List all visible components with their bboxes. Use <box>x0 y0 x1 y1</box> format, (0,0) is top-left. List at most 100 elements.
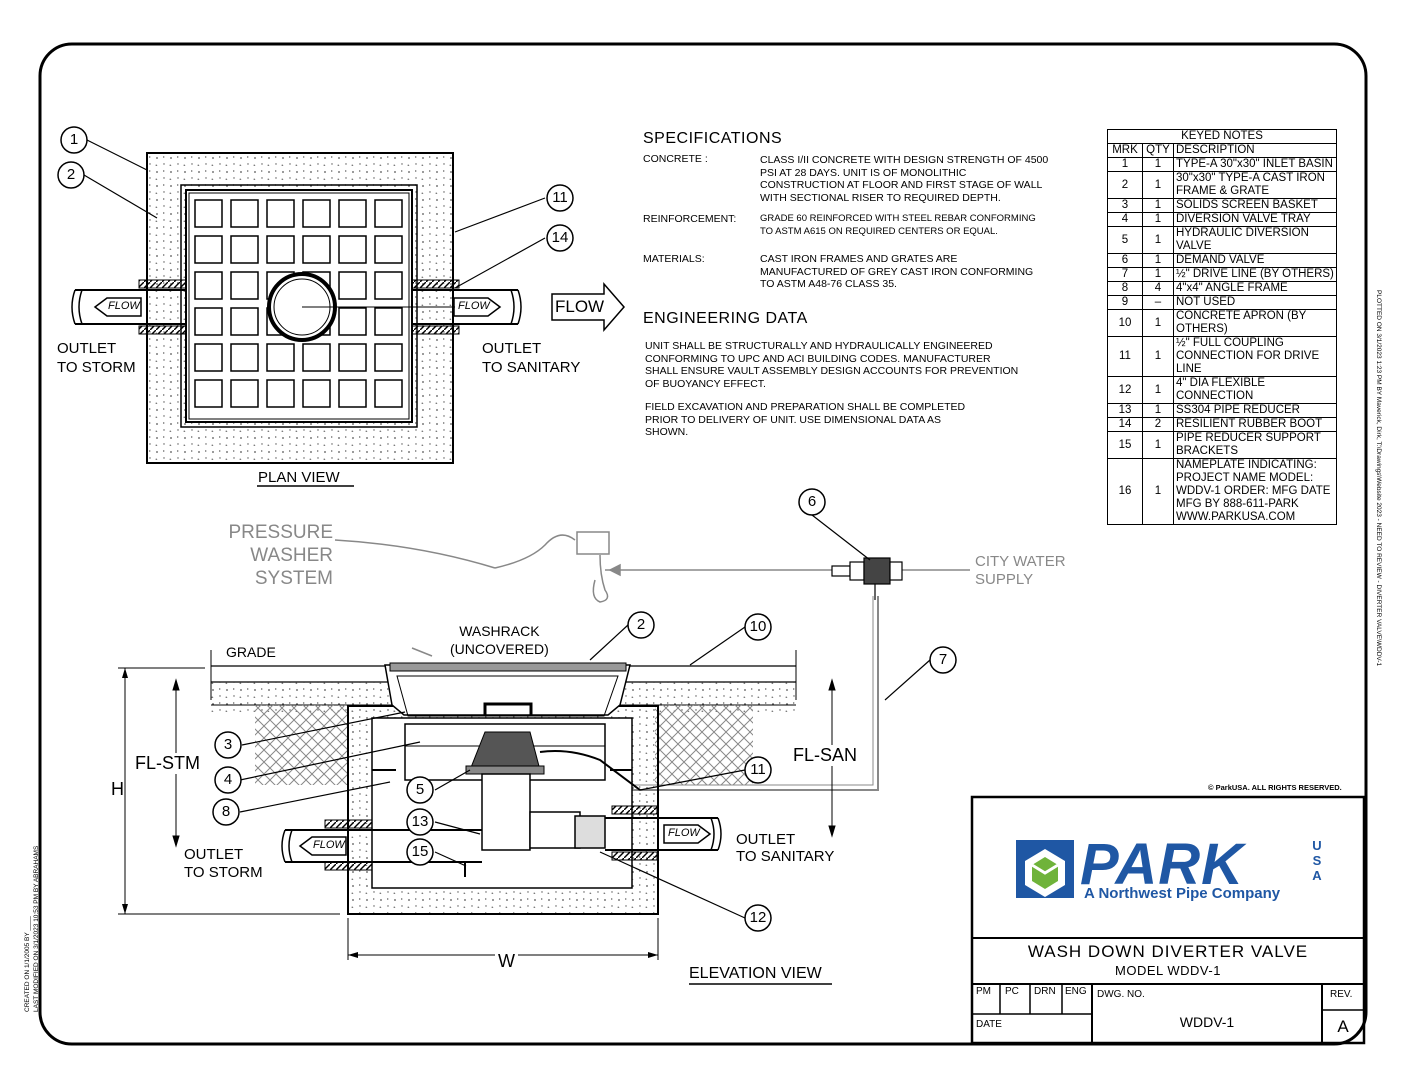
specifications-title: SPECIFICATIONS <box>643 130 783 147</box>
keyed-note-qty: 1 <box>1142 226 1174 254</box>
keyed-notes-title: KEYED NOTES <box>1107 129 1337 144</box>
elevation-view-title: ELEVATION VIEW <box>689 965 822 982</box>
callout-13: 13 <box>411 813 429 830</box>
keyed-note-mrk: 4 <box>1107 212 1143 227</box>
keyed-note-desc: NOT USED <box>1173 295 1337 310</box>
spec-concrete-label: CONCRETE : <box>643 153 708 165</box>
elev-flow-left: FLOW <box>313 839 345 851</box>
keyed-note-mrk: 7 <box>1107 267 1143 282</box>
grate-opening <box>338 343 367 372</box>
keyed-note-qty: 1 <box>1142 253 1174 268</box>
copyright-text: © ParkUSA. ALL RIGHTS RESERVED. <box>1208 783 1342 792</box>
keyed-note-mrk: 16 <box>1107 458 1143 525</box>
grate-opening <box>230 307 259 336</box>
plan-view <box>57 126 625 487</box>
keyed-note-desc: 30"x30" TYPE-A CAST IRON FRAME & GRATE <box>1173 171 1337 199</box>
plan-flow-left: FLOW <box>108 300 140 312</box>
role-drn: DRN <box>1034 986 1056 997</box>
keyed-note-qty: 1 <box>1142 309 1174 337</box>
keyed-note-qty: 1 <box>1142 212 1174 227</box>
grate-opening <box>194 199 223 228</box>
width-label: W <box>495 951 518 972</box>
keyed-note-mrk: 2 <box>1107 171 1143 199</box>
grate-opening <box>374 199 403 228</box>
fl-stm-label: FL-STM <box>135 753 200 774</box>
keyed-note-desc: TYPE-A 30"x30" INLET BASIN <box>1173 157 1337 172</box>
keyed-note-mrk: 15 <box>1107 431 1143 459</box>
keyed-note-desc: DEMAND VALVE <box>1173 253 1337 268</box>
elevation-view <box>118 488 970 985</box>
keyed-note-mrk: 11 <box>1107 336 1143 377</box>
keyed-note-desc: 4"x4" ANGLE FRAME <box>1173 281 1337 296</box>
model-number: MODEL WDDV-1 <box>1115 963 1221 978</box>
dwg-label: DWG. NO. <box>1097 989 1145 1000</box>
spec-materials-label: MATERIALS: <box>643 253 705 265</box>
engineering-para1: UNIT SHALL BE STRUCTURALLY AND HYDRAULIC… <box>645 340 1019 390</box>
engineering-para2: FIELD EXCAVATION AND PREPARATION SHALL B… <box>645 401 966 438</box>
keyed-note-mrk: 12 <box>1107 376 1143 404</box>
grate-opening <box>230 235 259 264</box>
keyed-note-qty: 2 <box>1142 417 1174 432</box>
grate-opening <box>194 271 223 300</box>
callout-2: 2 <box>66 166 76 183</box>
drawing-title: WASH DOWN DIVERTER VALVE <box>1027 942 1309 961</box>
keyed-note-mrk: 5 <box>1107 226 1143 254</box>
callout-11-elev: 11 <box>750 761 766 778</box>
rev-label: REV. <box>1330 989 1353 1000</box>
keyed-note-desc: CONCRETE APRON (BY OTHERS) <box>1173 309 1337 337</box>
keyed-note-desc: HYDRAULIC DIVERSION VALVE <box>1173 226 1337 254</box>
keyed-note-qty: 1 <box>1142 458 1174 525</box>
grate-opening <box>338 235 367 264</box>
grate-opening <box>194 343 223 372</box>
logo-word: PARK <box>1080 832 1245 897</box>
keyed-note-qty: 1 <box>1142 267 1174 282</box>
callout-2-elev: 2 <box>636 616 646 633</box>
callout-5: 5 <box>415 781 425 798</box>
logo-usa: USA <box>1312 838 1322 883</box>
role-pm: PM <box>976 986 991 997</box>
keyed-note-mrk: 3 <box>1107 198 1143 213</box>
keyed-note-desc: 4" DIA FLEXIBLE CONNECTION <box>1173 376 1337 404</box>
grate-opening <box>374 271 403 300</box>
col-mrk: MRK <box>1107 143 1143 158</box>
role-eng: ENG <box>1065 986 1087 997</box>
grate-opening <box>302 235 331 264</box>
grate-opening <box>374 343 403 372</box>
keyed-note-mrk: 10 <box>1107 309 1143 337</box>
keyed-note-desc: SOLIDS SCREEN BASKET <box>1173 198 1337 213</box>
grate-opening <box>230 199 259 228</box>
keyed-note-mrk: 8 <box>1107 281 1143 296</box>
col-description: DESCRIPTION <box>1173 143 1337 158</box>
callout-7: 7 <box>938 651 948 668</box>
grate-opening <box>338 379 367 408</box>
callout-6: 6 <box>807 493 817 510</box>
keyed-note-mrk: 14 <box>1107 417 1143 432</box>
grate-opening <box>194 307 223 336</box>
callout-15: 15 <box>411 843 429 860</box>
spec-reinforcement-label: REINFORCEMENT: <box>643 213 737 225</box>
callout-14: 14 <box>551 229 569 246</box>
grate-opening <box>374 379 403 408</box>
keyed-note-desc: SS304 PIPE REDUCER <box>1173 403 1337 418</box>
keyed-note-qty: – <box>1142 295 1174 310</box>
role-pc: PC <box>1005 986 1019 997</box>
keyed-note-qty: 1 <box>1142 157 1174 172</box>
